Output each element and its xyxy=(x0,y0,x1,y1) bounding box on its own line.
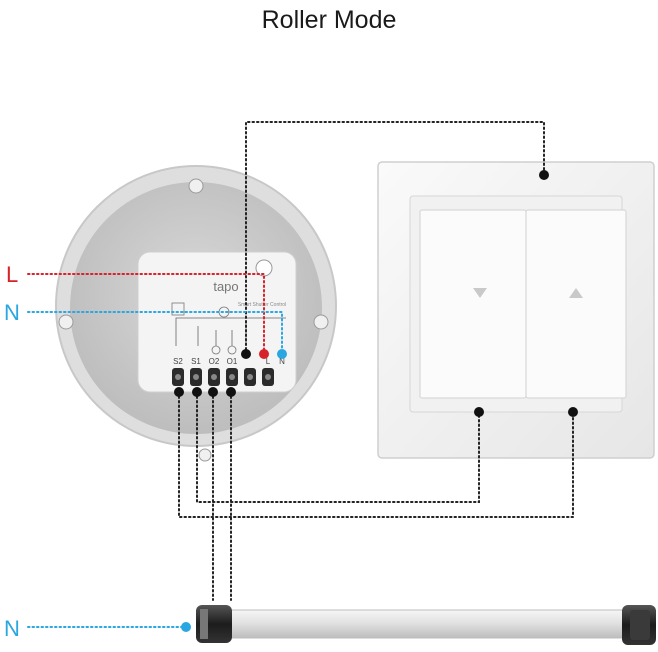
double-switch xyxy=(377,161,655,459)
terminal-label: S2 xyxy=(173,357,183,366)
terminal-label: O2 xyxy=(209,357,220,366)
down-arrow-icon xyxy=(473,288,487,298)
roller-motor xyxy=(196,605,656,645)
page-title: Roller Mode xyxy=(261,6,397,34)
module-brand: tapo xyxy=(213,279,238,294)
module-caption: Smart Shutter Control xyxy=(238,302,286,308)
label-motor-neutral: N xyxy=(4,616,20,641)
connection-points xyxy=(174,170,578,632)
up-arrow-icon xyxy=(569,288,583,298)
terminal-label: L xyxy=(266,357,271,366)
neutral-wire xyxy=(27,311,283,355)
wiring-black xyxy=(178,121,574,601)
terminal-label: O1 xyxy=(227,357,238,366)
terminal-label: N xyxy=(279,357,285,366)
live-wire xyxy=(27,273,265,355)
label-neutral: N xyxy=(4,300,20,325)
label-live: L xyxy=(6,262,18,287)
terminal-label: S1 xyxy=(191,357,201,366)
